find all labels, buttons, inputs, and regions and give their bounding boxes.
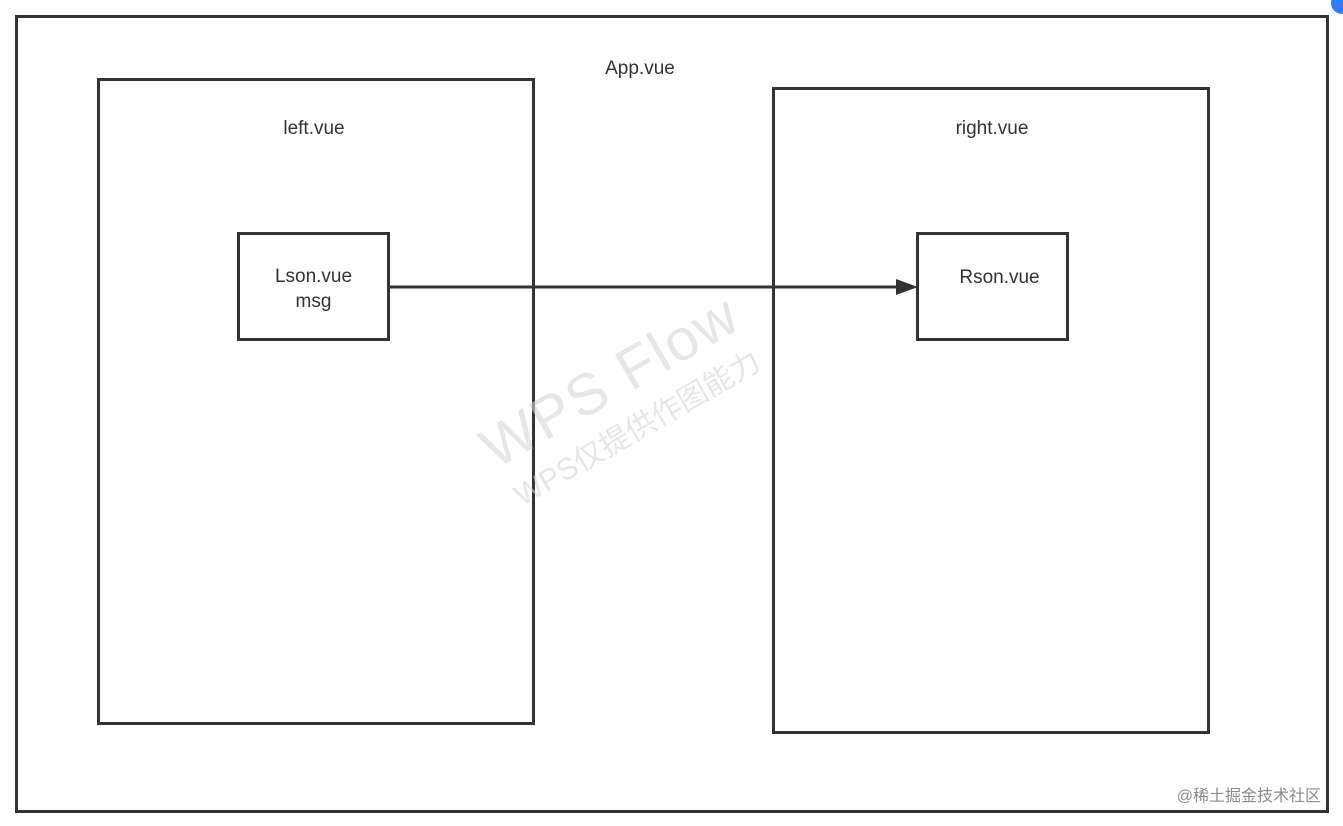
lson-label: Lson.vue msg: [274, 266, 353, 312]
left-label: left.vue: [283, 118, 345, 139]
rson-label: Rson.vue: [959, 267, 1040, 288]
app-label: App.vue: [605, 58, 675, 79]
lson-box: [237, 232, 390, 341]
right-component-box: [772, 87, 1210, 734]
source-credit: @稀土掘金技术社区: [1176, 788, 1321, 805]
corner-badge: [1331, 0, 1343, 14]
right-label: right.vue: [955, 118, 1029, 139]
app-container: [15, 15, 1329, 813]
left-component-box: [97, 78, 535, 725]
